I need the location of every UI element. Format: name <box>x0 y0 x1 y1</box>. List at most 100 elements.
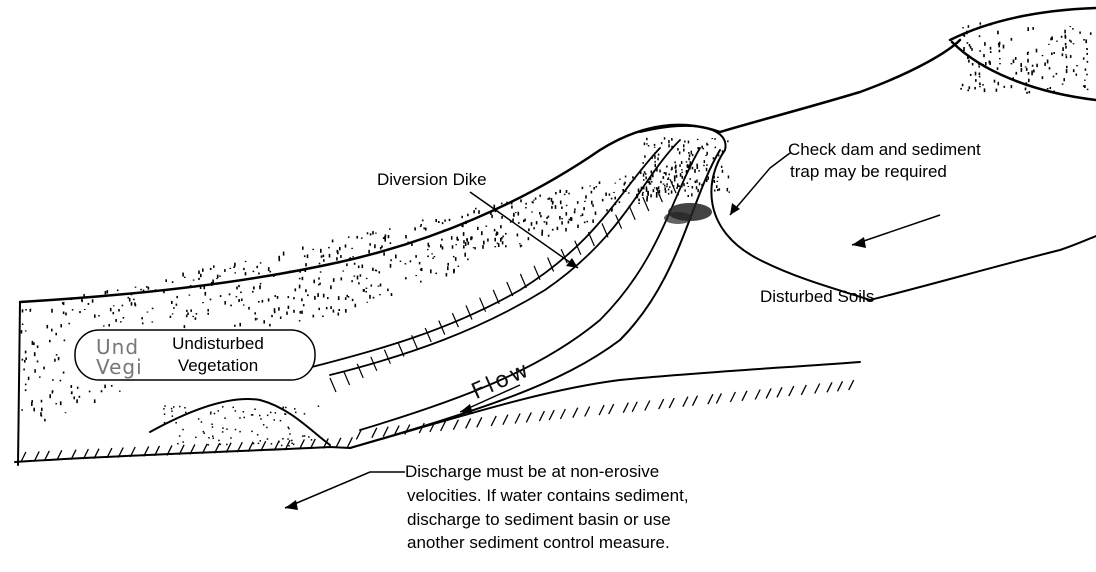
stipple-dot <box>611 198 613 200</box>
stipple-dot <box>415 255 417 258</box>
stipple-dot <box>222 431 224 433</box>
stipple-dot <box>664 137 666 139</box>
stipple-dot <box>721 166 723 168</box>
stipple-dot <box>304 255 306 257</box>
stipple-dot <box>500 225 502 228</box>
stipple-dot <box>1015 57 1017 60</box>
disturbed-surface-edge <box>870 236 1096 300</box>
stipple-dot <box>73 397 75 400</box>
stipple-dot <box>251 431 253 433</box>
stipple-dot <box>345 309 347 313</box>
stipple-dot <box>302 277 304 280</box>
stipple-dot <box>546 222 548 225</box>
stipple-dot <box>568 221 570 224</box>
stipple-dot <box>963 34 965 36</box>
stipple-dot <box>218 440 220 442</box>
stipple-dot <box>190 309 192 312</box>
stipple-dot <box>441 239 443 241</box>
stipple-dot <box>548 216 550 218</box>
stipple-dot <box>173 307 175 309</box>
grass-mark <box>669 398 674 408</box>
stipple-dot <box>407 242 409 244</box>
stipple-dot <box>475 208 477 210</box>
stipple-dot <box>128 297 130 299</box>
stipple-dot <box>323 259 325 262</box>
stipple-dot <box>383 237 385 239</box>
stipple-dot <box>696 164 698 167</box>
stipple-dot <box>619 201 621 203</box>
stipple-dot <box>142 323 144 325</box>
stipple-dot <box>245 272 247 275</box>
stipple-dot <box>1053 76 1055 78</box>
stipple-dot <box>474 247 476 249</box>
stipple-dot <box>1027 52 1029 54</box>
stipple-dot <box>713 157 715 159</box>
stipple-dot <box>323 255 325 258</box>
stipple-dot <box>632 176 634 178</box>
stipple-dot <box>997 67 999 70</box>
stipple-dot <box>155 289 157 290</box>
stipple-dot <box>654 144 656 146</box>
stipple-dot <box>212 436 214 438</box>
stipple-dot <box>967 42 969 44</box>
stipple-dot <box>681 172 683 173</box>
stipple-dot <box>645 177 647 180</box>
stipple-dot <box>523 220 525 222</box>
stipple-dot <box>176 304 178 306</box>
stipple-dot <box>560 201 562 205</box>
stipple-dot <box>453 256 455 258</box>
grass-mark <box>503 415 508 425</box>
stipple-dot <box>64 340 66 342</box>
stipple-dot <box>975 72 977 76</box>
stipple-dot <box>234 272 236 273</box>
stipple-dot <box>511 206 513 209</box>
stipple-dot <box>668 193 670 195</box>
stipple-dot <box>49 394 51 398</box>
stipple-dot <box>644 155 646 158</box>
stipple-dot <box>1042 55 1044 56</box>
stipple-dot <box>243 268 245 270</box>
stipple-dot <box>410 260 412 262</box>
stipple-dot <box>415 275 417 276</box>
stipple-dot <box>420 226 422 227</box>
stipple-dot <box>25 384 27 386</box>
stipple-dot <box>288 445 290 447</box>
arrowhead-disturbed <box>852 237 866 248</box>
stipple-dot <box>506 202 508 205</box>
stipple-dot <box>305 289 307 292</box>
stipple-dot <box>681 185 683 188</box>
stipple-dot <box>999 42 1001 45</box>
stipple-dot <box>1026 82 1028 86</box>
stipple-dot <box>501 237 503 239</box>
stipple-dot <box>293 297 295 299</box>
stipple-dot <box>1048 44 1050 45</box>
stipple-dot <box>283 252 285 256</box>
stipple-dot <box>230 268 232 269</box>
stipple-dot <box>235 410 237 412</box>
stipple-dot <box>217 275 219 279</box>
stipple-dot <box>212 280 214 284</box>
stipple-dot <box>686 170 688 173</box>
stipple-dot <box>238 299 240 302</box>
stipple-dot <box>591 191 593 194</box>
stipple-dot <box>1087 61 1089 63</box>
stipple-dot <box>1056 41 1058 42</box>
stipple-dot <box>302 247 304 250</box>
stipple-dot <box>105 291 107 294</box>
stipple-dot <box>354 263 356 265</box>
stipple-dot <box>677 183 679 187</box>
stipple-dot <box>978 66 980 68</box>
lower-bank-edge <box>350 362 860 448</box>
discharge-line-3: discharge to sediment basin or use <box>407 510 671 530</box>
stipple-dot <box>1090 32 1092 35</box>
diversion-dike-label: Diversion Dike <box>377 170 487 190</box>
stipple-dot <box>478 210 480 214</box>
stipple-dot <box>561 221 563 224</box>
stipple-dot <box>314 296 316 300</box>
stipple-dot <box>704 160 706 163</box>
stipple-dot <box>65 412 67 413</box>
stipple-dot <box>548 235 550 237</box>
stipple-dot <box>291 440 293 442</box>
stipple-dot <box>668 144 670 147</box>
grass-mark <box>549 410 554 420</box>
